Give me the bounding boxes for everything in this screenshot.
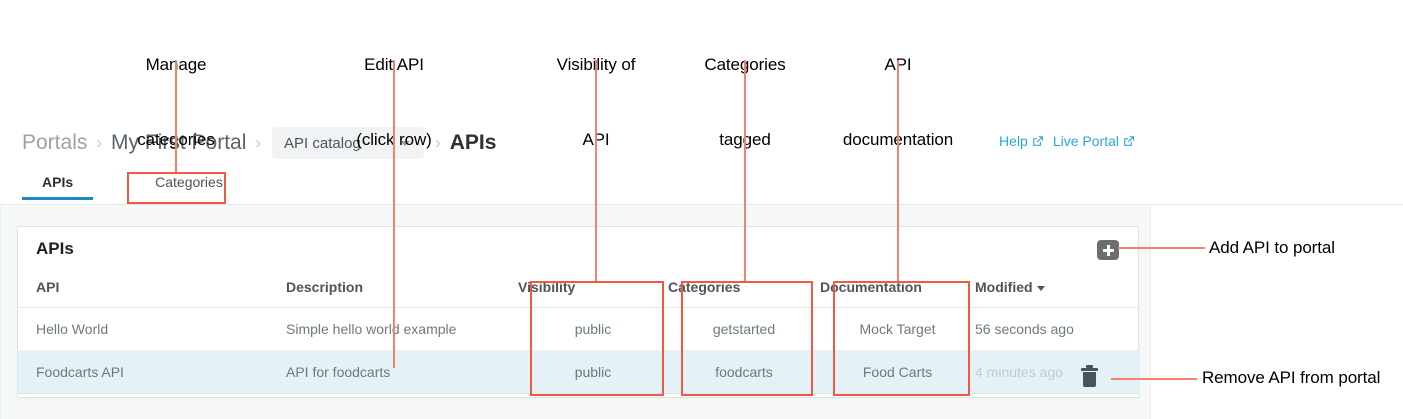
annotation-connector-categories [744, 60, 746, 281]
cell-visibility: public [518, 350, 668, 394]
cell-documentation: Mock Target [820, 307, 975, 351]
apis-table: API Description Visibility Categories Do… [18, 273, 1140, 394]
annotation-connector-edit-api [393, 60, 395, 368]
card-title: APIs [36, 239, 74, 258]
column-header-visibility[interactable]: Visibility [518, 273, 668, 308]
help-link-label: Help [999, 133, 1028, 149]
remove-api-button[interactable] [1081, 365, 1098, 388]
trash-icon [1083, 372, 1096, 387]
breadcrumb-portals[interactable]: Portals [22, 131, 88, 154]
breadcrumb-portal-name[interactable]: My First Portal [111, 131, 247, 154]
annotation-line-1: Edit API [364, 55, 424, 74]
column-header-modified[interactable]: Modified [975, 273, 1140, 308]
breadcrumb-separator-icon: › [255, 133, 262, 152]
annotation-connector-add-api [1118, 247, 1205, 249]
annotation-connector-documentation [897, 60, 899, 281]
apis-card: APIs API Description Visibility Categori… [17, 226, 1140, 398]
plus-icon [1102, 244, 1114, 256]
tab-apis[interactable]: APIs [21, 170, 94, 200]
cell-modified: 56 seconds ago [975, 307, 1140, 351]
breadcrumb-current: APIs [449, 131, 497, 154]
live-portal-link-label: Live Portal [1052, 133, 1119, 149]
annotation-remove-api: Remove API from portal [1202, 365, 1380, 390]
annotation-line-1: Visibility of [556, 55, 636, 74]
cell-api: Foodcarts API [18, 350, 286, 394]
cell-description: Simple hello world example [286, 307, 518, 351]
table-row[interactable]: Foodcarts API API for foodcarts public f… [18, 350, 1140, 394]
annotation-connector-remove-api [1111, 378, 1197, 380]
column-header-description[interactable]: Description [286, 273, 518, 308]
column-header-api[interactable]: API [18, 273, 286, 308]
table-row[interactable]: Hello World Simple hello world example p… [18, 307, 1140, 351]
help-link[interactable]: Help [999, 133, 1044, 149]
annotation-connector-manage-categories [175, 60, 177, 173]
sort-descending-icon [1036, 285, 1045, 291]
tab-bar: APIs Categories [0, 170, 1403, 206]
external-link-icon [1032, 135, 1044, 147]
catalog-select-value: API catalog [284, 134, 361, 152]
cell-modified: 4 minutes ago [975, 350, 1140, 394]
trash-icon [1086, 365, 1093, 368]
cell-api: Hello World [18, 307, 286, 351]
external-link-icon [1123, 135, 1135, 147]
cell-visibility: public [518, 307, 668, 351]
breadcrumb-separator-icon: › [435, 133, 441, 152]
table-header-row: API Description Visibility Categories Do… [18, 273, 1140, 308]
catalog-select[interactable]: API catalog [272, 127, 425, 159]
tab-categories[interactable]: Categories [155, 174, 223, 190]
annotation-line-1: Remove API from portal [1202, 368, 1381, 387]
tabs-divider [0, 204, 1403, 205]
annotation-line-2: (click row) [356, 130, 432, 149]
annotation-connector-visibility [595, 60, 597, 281]
live-portal-link[interactable]: Live Portal [1053, 133, 1135, 149]
breadcrumb-separator-icon: › [96, 133, 103, 152]
annotation-line-1: Add API to portal [1209, 238, 1335, 257]
cell-description: API for foodcarts [286, 350, 518, 394]
cell-categories: getstarted [668, 307, 820, 351]
add-api-button[interactable] [1097, 240, 1119, 260]
top-links: Help Live Portal [999, 133, 1135, 149]
cell-documentation: Food Carts [820, 350, 975, 394]
trash-icon [1081, 368, 1098, 371]
annotation-add-api: Add API to portal [1209, 235, 1335, 260]
breadcrumb: Portals › My First Portal › API catalog … [22, 126, 496, 160]
chevron-down-icon [400, 141, 411, 146]
annotation-edit-api: Edit API (click row) [324, 2, 464, 202]
column-header-modified-label: Modified [975, 279, 1033, 295]
cell-categories: foodcarts [668, 350, 820, 394]
